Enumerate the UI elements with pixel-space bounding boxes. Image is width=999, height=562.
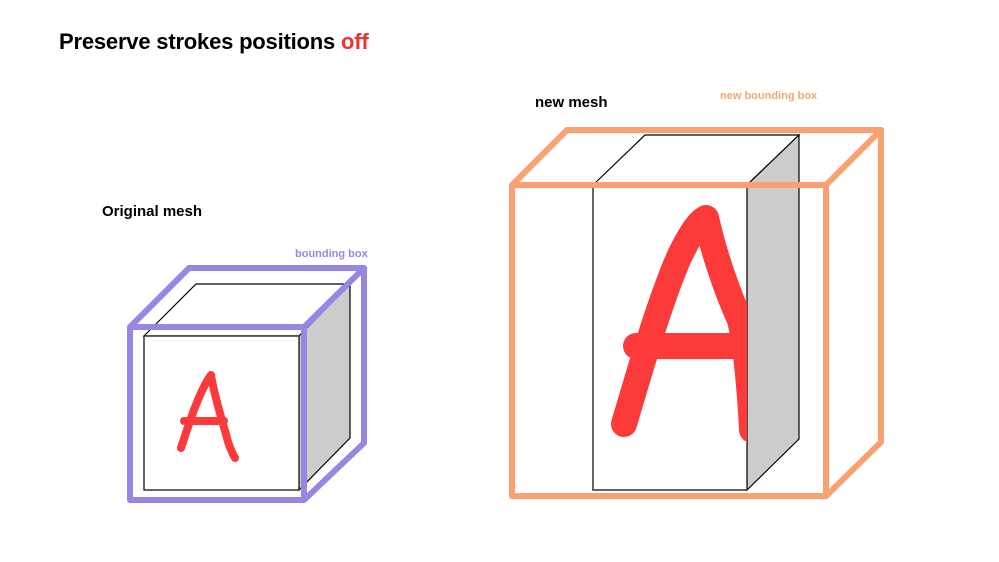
new-stroke-letter-a xyxy=(611,205,747,442)
bounding-box-label: bounding box xyxy=(295,248,368,260)
page-title: Preserve strokes positions off xyxy=(59,29,369,55)
original-cube xyxy=(142,282,352,492)
new-cube xyxy=(591,133,801,492)
original-bounding-box xyxy=(127,265,367,503)
new-bounding-box-label: new bounding box xyxy=(720,90,818,102)
new-cube-side-face xyxy=(746,133,800,492)
original-mesh-label: Original mesh xyxy=(102,203,203,220)
new-mesh-label: new mesh xyxy=(535,94,608,111)
title-state: off xyxy=(340,29,369,54)
title-text: Preserve strokes positions xyxy=(59,29,336,54)
original-stroke-letter-a xyxy=(177,371,239,462)
new-bounding-box xyxy=(509,127,884,499)
